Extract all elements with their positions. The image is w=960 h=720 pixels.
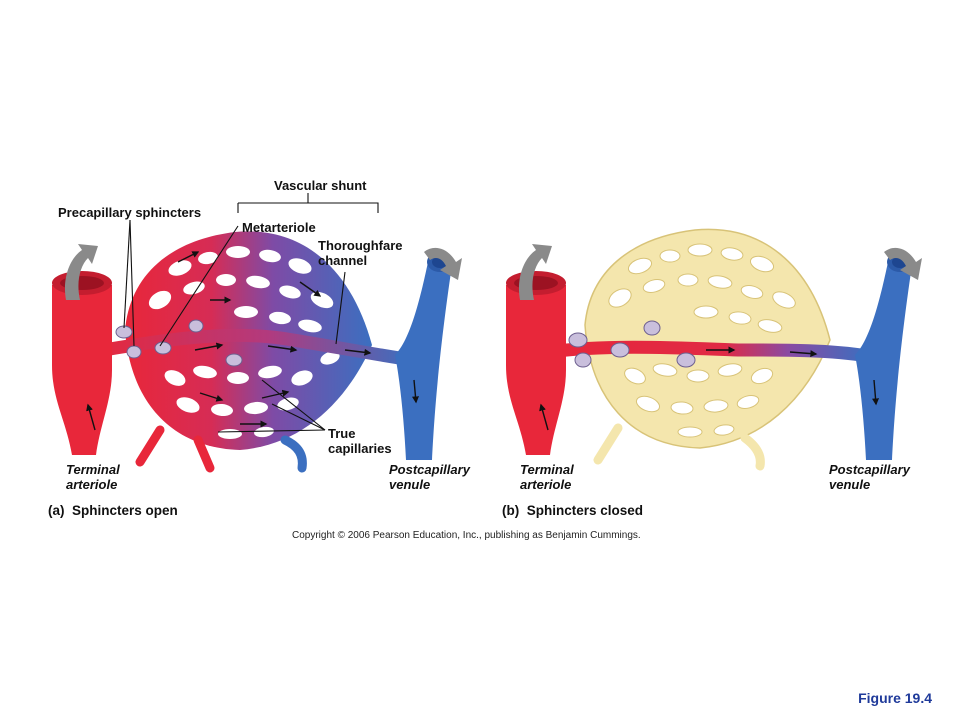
panel-a xyxy=(52,193,462,473)
panel-a-title: (a) Sphincters open xyxy=(48,503,178,518)
flow-arrow-out-b xyxy=(884,247,922,280)
capillary-bed-closed xyxy=(584,228,831,471)
label-metarteriole: Metarteriole xyxy=(242,220,316,235)
label-true-capillaries: True capillaries xyxy=(328,426,392,456)
flow-arrow-in-b xyxy=(518,244,552,300)
sphincter xyxy=(643,320,661,336)
label-thoroughfare-channel: Thoroughfare channel xyxy=(318,238,403,268)
flow-arrows-b xyxy=(539,346,880,431)
sphincter xyxy=(126,345,142,359)
sphincter xyxy=(154,341,172,355)
flow-arrows-a xyxy=(86,251,419,431)
label-postcapillary-venule-b: Postcapillary venule xyxy=(829,462,910,492)
sphincter xyxy=(188,319,204,333)
leader-lines-a xyxy=(123,193,379,433)
label-precapillary-sphincters: Precapillary sphincters xyxy=(58,205,202,220)
label-postcapillary-venule-a: Postcapillary venule xyxy=(389,462,470,492)
postcapillary-venule-b xyxy=(855,252,913,460)
sphincter xyxy=(568,332,588,348)
sphincter xyxy=(676,352,696,368)
label-terminal-arteriole-a: Terminal arteriole xyxy=(66,462,120,492)
panel-b xyxy=(506,228,922,471)
sphincter xyxy=(225,353,243,367)
copyright-notice: Copyright © 2006 Pearson Education, Inc.… xyxy=(292,530,641,541)
flow-arrow-in-a xyxy=(64,244,98,300)
postcapillary-venule-a xyxy=(395,252,453,460)
terminal-arteriole-a xyxy=(52,271,112,455)
terminal-arteriole-b xyxy=(506,271,566,455)
flow-arrow-out-a xyxy=(424,247,462,280)
sphincters-closed xyxy=(568,320,696,368)
figure-number: Figure 19.4 xyxy=(858,690,932,706)
label-vascular-shunt: Vascular shunt xyxy=(274,178,367,193)
sphincter xyxy=(574,352,592,368)
sphincter xyxy=(610,342,630,358)
sphincters-open xyxy=(115,319,243,367)
label-terminal-arteriole-b: Terminal arteriole xyxy=(520,462,574,492)
panel-b-title: (b) Sphincters closed xyxy=(502,503,644,518)
metarteriole-channel-b xyxy=(541,340,875,363)
capillary-bed-closed-body xyxy=(584,228,831,449)
